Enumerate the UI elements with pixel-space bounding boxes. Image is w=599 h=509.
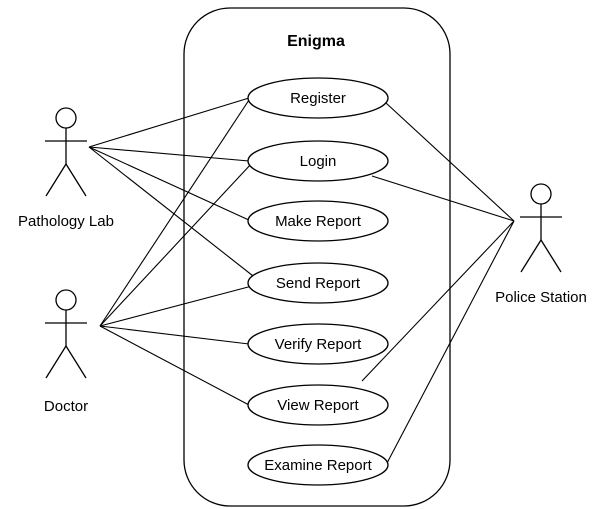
stick-figure-icon [520, 183, 562, 273]
association-doctor-login [99, 162, 253, 327]
use-case-ellipse [247, 77, 389, 119]
use-case-ellipse [247, 384, 389, 426]
use-case-label: Register [290, 90, 346, 107]
association-doctor-register [99, 99, 250, 327]
actor-label: Doctor [44, 398, 88, 415]
actor-pathology-lab: Pathology Lab [18, 107, 114, 230]
association-doctor-verify-report [99, 325, 250, 345]
association-doctor-view-report [99, 325, 250, 406]
use-case-ellipse [247, 200, 389, 242]
stick-figure-icon [45, 107, 87, 197]
association-police-station-view-report [361, 220, 515, 382]
association-pathology-lab-make-report [88, 146, 252, 222]
use-case-view-report: View Report [247, 384, 389, 426]
actor-doctor: Doctor [44, 289, 88, 415]
use-case-label: Make Report [275, 213, 362, 230]
stick-figure-icon [45, 289, 87, 379]
association-pathology-lab-send-report [88, 146, 263, 284]
use-case-ellipse [247, 323, 389, 365]
actor-police-station: Police Station [495, 183, 587, 306]
use-case-ellipse [247, 140, 389, 182]
association-pathology-lab-login [88, 146, 250, 162]
use-case-label: Examine Report [264, 457, 372, 474]
association-police-station-login [371, 175, 515, 222]
use-case-register: Register [247, 77, 389, 119]
association-pathology-lab-register [88, 97, 250, 148]
use-case-ellipse [247, 262, 389, 304]
use-case-verify-report: Verify Report [247, 323, 389, 365]
actor-label: Pathology Lab [18, 213, 114, 230]
system-boundary [183, 7, 451, 507]
use-case-examine-report: Examine Report [247, 444, 389, 486]
use-case-ellipse [247, 444, 389, 486]
association-doctor-send-report [99, 285, 253, 327]
use-case-send-report: Send Report [247, 262, 389, 304]
system-title: Enigma [287, 33, 345, 50]
use-case-label: Login [300, 153, 337, 170]
use-case-make-report: Make Report [247, 200, 389, 242]
use-case-login: Login [247, 140, 389, 182]
use-case-label: Verify Report [275, 336, 363, 353]
use-case-label: View Report [277, 397, 359, 414]
use-case-label: Send Report [276, 275, 361, 292]
actor-label: Police Station [495, 289, 587, 306]
